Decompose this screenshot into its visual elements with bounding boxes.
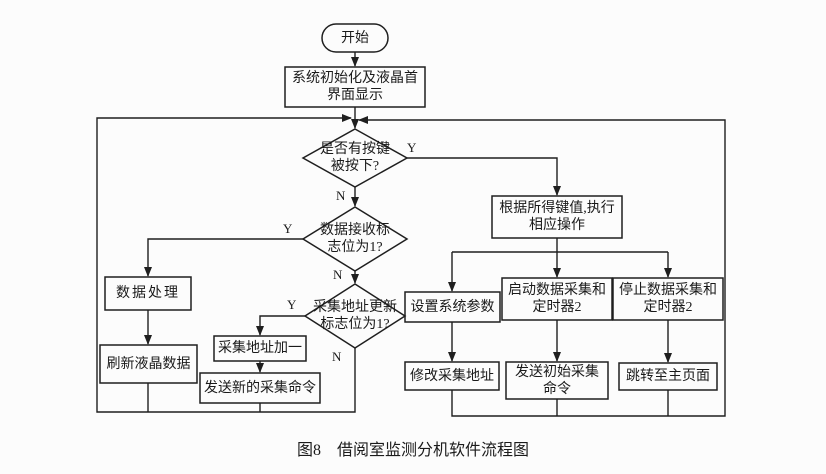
- stop-acq-box-shape: [612, 277, 724, 321]
- process-goto-main-label: 跳转至主页面: [626, 369, 710, 384]
- process-addr-inc-label: 采集地址加一: [218, 341, 302, 356]
- decision-key-pressed-label: 是否有按键 被按下?: [320, 142, 390, 174]
- loop-right-line: [358, 116, 726, 417]
- process-send-new-cmd-label: 发送新的采集命令: [204, 380, 316, 396]
- set-params-box-shape: [404, 291, 501, 323]
- addr-inc-box-shape: [213, 335, 307, 362]
- branch-label-yes-3: Y: [287, 297, 297, 312]
- refresh-lcd-box-shape: [99, 344, 198, 384]
- start-capsule-shape: [321, 23, 389, 53]
- key-op-box-shape: [491, 195, 623, 239]
- connector-decision2-yes: [144, 238, 303, 277]
- decision-addr-updated-label: 采集地址更新 标志位为1?: [313, 300, 397, 332]
- branch-label-yes-1: Y: [407, 140, 417, 155]
- decision-data-received-shape: [301, 206, 409, 272]
- loop-left-line: [96, 114, 356, 413]
- process-refresh-lcd-label: 刷新液晶数据: [106, 356, 191, 372]
- branch-label-yes-2: Y: [283, 221, 293, 236]
- data-proc-box-shape: [104, 276, 192, 311]
- init-node-label: 系统初始化及液晶首 界面显示: [292, 71, 418, 103]
- connector-decision1-yes: [407, 157, 561, 196]
- branch-label-no-1: N: [336, 188, 346, 203]
- decision-addr-updated-shape: [303, 283, 407, 349]
- decision-key-pressed-shape: [301, 128, 409, 188]
- branch-label-no-2: N: [333, 267, 343, 282]
- process-data-proc-label: 数据处理: [116, 286, 180, 301]
- process-start-acq-label: 启动数据采集和 定时器2: [508, 283, 606, 315]
- connector-decision3-yes: [256, 315, 305, 336]
- init-box-shape: [284, 66, 426, 108]
- branch-label-no-3: N: [332, 349, 342, 364]
- modify-addr-box-shape: [404, 361, 500, 391]
- process-key-op-label: 根据所得键值,执行 相应操作: [499, 201, 615, 233]
- process-send-init-cmd-label: 发送初始采集 命令: [515, 364, 599, 397]
- process-modify-addr-label: 修改采集地址: [410, 368, 494, 384]
- goto-main-box-shape: [618, 362, 718, 391]
- start-acq-box-shape: [501, 277, 613, 321]
- figure-caption: 图8 借阅室监测分机软件流程图: [296, 442, 529, 459]
- process-stop-acq-label: 停止数据采集和 定时器2: [619, 283, 717, 315]
- send-init-cmd-box-shape: [505, 361, 609, 400]
- send-new-cmd-box-shape: [199, 372, 321, 404]
- start-node-label: 开始: [341, 30, 369, 46]
- decision-data-received-label: 数据接收标 志位为1?: [320, 223, 390, 255]
- process-set-params-label: 设置系统参数: [410, 299, 495, 315]
